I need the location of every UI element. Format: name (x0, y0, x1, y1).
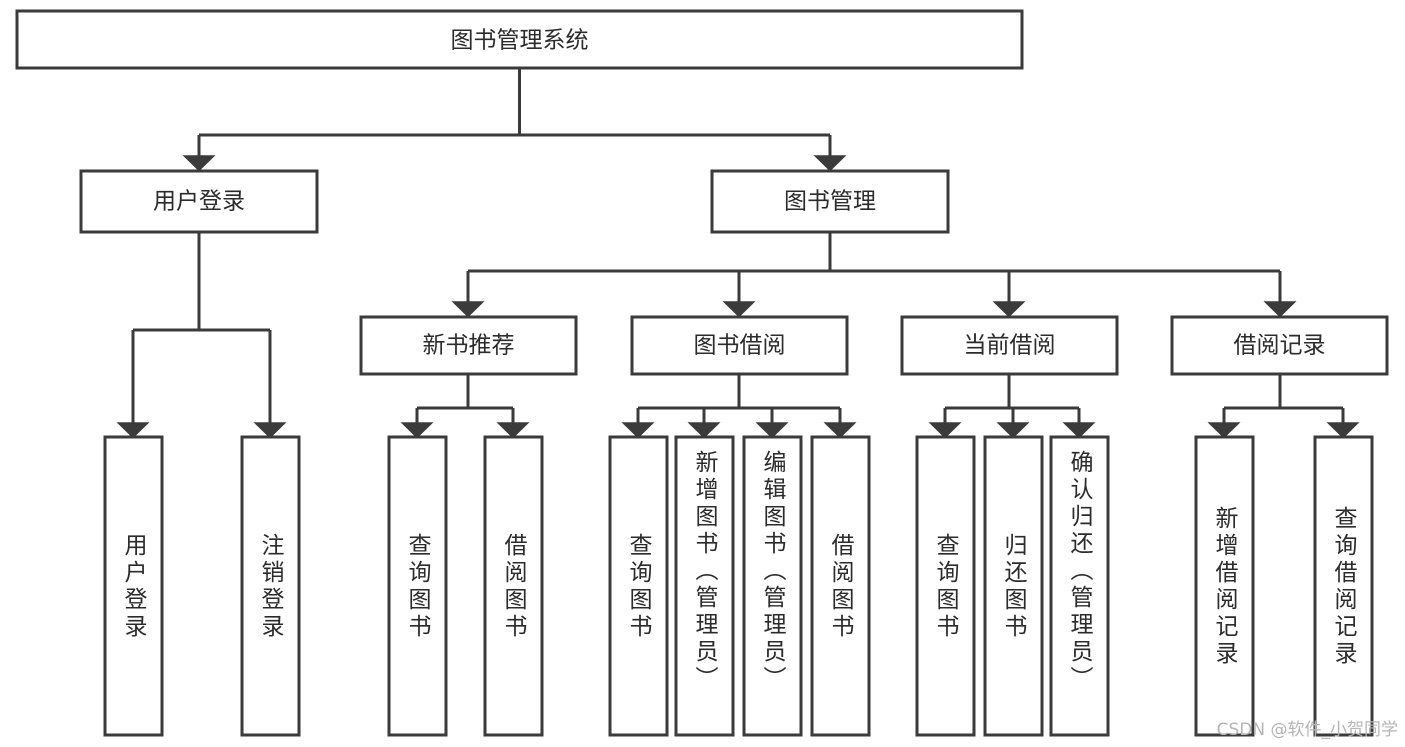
leaf-edit-book[interactable]: 编辑图书（管理员） (742, 435, 803, 737)
leaf-query-book-1-box[interactable] (387, 435, 448, 737)
leaf-borrow-book-2-label: 借阅图书 (827, 533, 855, 641)
node-new-book-recommend[interactable]: 新书推荐 (359, 315, 578, 376)
leaf-user-logout[interactable]: 注销登录 (240, 435, 301, 737)
leaf-add-record[interactable]: 新增借阅记录 (1194, 435, 1255, 737)
leaf-edit-book-label: 编辑图书（管理员） (759, 450, 787, 693)
connector-group-book-manage (451, 232, 1297, 318)
node-current-borrow-box[interactable] (900, 315, 1119, 376)
leaf-query-book-2[interactable]: 查询图书 (608, 435, 669, 737)
node-book-borrow-label: 图书借阅 (694, 333, 786, 359)
leaf-query-record-label: 查询借阅记录 (1330, 506, 1358, 668)
leaf-query-book-3-box[interactable] (915, 435, 976, 737)
node-book-manage[interactable]: 图书管理 (710, 169, 950, 234)
watermark-label: CSDN @软件_小贺同学 (1217, 720, 1398, 740)
leaf-query-book-2-box[interactable] (608, 435, 669, 737)
leaf-borrow-book-1-box[interactable] (483, 435, 544, 737)
node-book-manage-box[interactable] (710, 169, 950, 234)
leaf-return-book[interactable]: 归还图书 (983, 435, 1044, 737)
leaf-add-book[interactable]: 新增图书（管理员） (674, 435, 735, 737)
connector-group-current-borrow (928, 374, 1096, 439)
leaf-confirm-return-box[interactable] (1049, 435, 1110, 737)
leaf-query-record-box[interactable] (1313, 435, 1374, 737)
node-new-book-recommend-label: 新书推荐 (423, 333, 515, 359)
leaf-query-book-1-label: 查询图书 (404, 533, 432, 641)
node-book-manage-label: 图书管理 (784, 189, 876, 215)
node-user-login-label: 用户登录 (153, 189, 245, 215)
node-book-borrow-box[interactable] (630, 315, 849, 376)
leaf-borrow-book-2[interactable]: 借阅图书 (810, 435, 871, 737)
node-current-borrow[interactable]: 当前借阅 (900, 315, 1119, 376)
node-borrow-record[interactable]: 借阅记录 (1170, 315, 1389, 376)
leaf-query-book-3-label: 查询图书 (932, 533, 960, 641)
leaf-edit-book-box[interactable] (742, 435, 803, 737)
node-borrow-record-label: 借阅记录 (1234, 333, 1326, 359)
connector-group-root (182, 68, 847, 172)
leaf-borrow-book-1[interactable]: 借阅图书 (483, 435, 544, 737)
leaf-user-logout-box[interactable] (240, 435, 301, 737)
leaf-add-book-label: 新增图书（管理员） (691, 450, 719, 693)
node-new-book-recommend-box[interactable] (359, 315, 578, 376)
node-book-borrow[interactable]: 图书借阅 (630, 315, 849, 376)
leaf-query-book-1[interactable]: 查询图书 (387, 435, 448, 737)
leaf-user-logout-label: 注销登录 (257, 533, 285, 641)
leaf-user-login[interactable]: 用户登录 (103, 435, 164, 737)
leaf-confirm-return-label: 确认归还（管理员） (1066, 450, 1094, 693)
node-user-login[interactable]: 用户登录 (79, 169, 319, 234)
leaf-return-book-label: 归还图书 (1000, 533, 1028, 641)
leaf-borrow-book-2-box[interactable] (810, 435, 871, 737)
node-root-box[interactable] (15, 9, 1024, 70)
leaf-borrow-book-1-label: 借阅图书 (500, 533, 528, 641)
leaf-add-record-box[interactable] (1194, 435, 1255, 737)
leaf-user-login-box[interactable] (103, 435, 164, 737)
node-borrow-record-box[interactable] (1170, 315, 1389, 376)
connector-group-book-borrow (621, 374, 857, 439)
leaf-query-book-2-label: 查询图书 (625, 533, 653, 641)
leaf-return-book-box[interactable] (983, 435, 1044, 737)
node-user-login-box[interactable] (79, 169, 319, 234)
connector-group-borrow-record (1207, 374, 1360, 439)
node-root[interactable]: 图书管理系统 (15, 9, 1024, 70)
leaf-add-book-box[interactable] (674, 435, 735, 737)
leaf-query-record[interactable]: 查询借阅记录 (1313, 435, 1374, 737)
node-root-label: 图书管理系统 (451, 28, 589, 54)
leaf-confirm-return[interactable]: 确认归还（管理员） (1049, 435, 1110, 737)
connector-group-new-book-recommend (400, 374, 530, 439)
leaf-add-record-label: 新增借阅记录 (1211, 506, 1239, 668)
leaf-user-login-label: 用户登录 (120, 533, 148, 641)
node-current-borrow-label: 当前借阅 (964, 333, 1056, 359)
connector-group-user-login (116, 232, 287, 439)
leaf-query-book-3[interactable]: 查询图书 (915, 435, 976, 737)
